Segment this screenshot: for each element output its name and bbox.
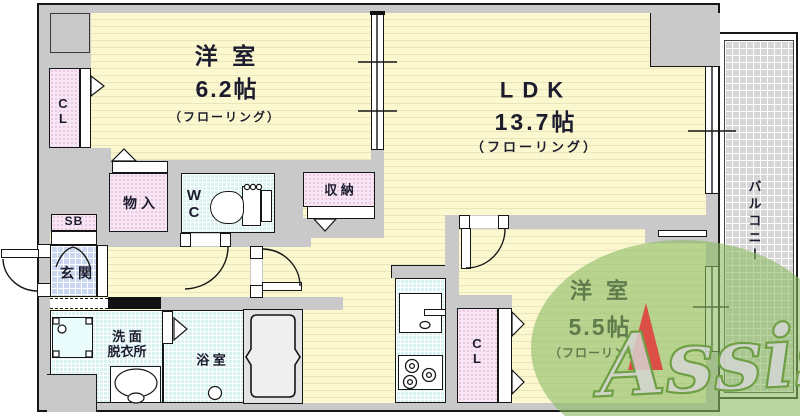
- wc-door-opening: [182, 234, 230, 246]
- ldk-name: LDK: [499, 77, 573, 103]
- storage-ldk-label: 収 納: [324, 182, 354, 198]
- room1-floor: （フローリング）: [168, 110, 282, 125]
- entrance-double-swing-right: [72, 246, 91, 267]
- stove-burner-2: [421, 367, 437, 383]
- kitchen-sink-drain: [419, 320, 431, 330]
- wall-wc-left: [168, 173, 181, 247]
- closet1-letter-c: C: [58, 96, 68, 112]
- storage-ldk-door: [307, 206, 375, 219]
- kitchen-faucet: [424, 309, 446, 316]
- room2-door-jamb-right: [498, 215, 509, 229]
- entrance-double-swing-left: [55, 246, 74, 268]
- washer-corner-4: [85, 350, 93, 358]
- closet2-letter-c: C: [472, 336, 482, 352]
- shoe-box: [51, 214, 97, 231]
- wc-door-jamb-right: [220, 233, 231, 247]
- bath-door-panel: [162, 311, 173, 344]
- entrance-step: [97, 245, 108, 297]
- hall-door-swing: [261, 248, 301, 287]
- room2-door-swing: [465, 228, 506, 269]
- storage-hall-box: [109, 173, 168, 232]
- ldk-size: 13.7帖: [494, 108, 578, 135]
- entrance-floor: [50, 245, 97, 297]
- hall-door-opening: [251, 258, 262, 287]
- wall-ldk-room2-horizontal: [445, 215, 707, 229]
- storage-ldk-door-triangle: [312, 218, 338, 232]
- stove-burner-3: [402, 374, 418, 390]
- toilet-bowl: [210, 191, 244, 224]
- room2-door-opening: [461, 216, 507, 228]
- washroom-line2: 脱衣所: [107, 344, 147, 359]
- wall-bottom-left-step: [47, 374, 97, 412]
- bathtub: [245, 314, 301, 398]
- closet2-door-triangle-2: [511, 368, 525, 396]
- partition-cap: [370, 11, 385, 15]
- washer-corner-2: [85, 317, 93, 325]
- room1-size: 6.2帖: [195, 75, 259, 102]
- wc-door-swing: [184, 246, 229, 290]
- closet2-door: [498, 308, 512, 403]
- hall-door-leaf: [262, 282, 302, 291]
- hall-door-jamb-top: [250, 246, 263, 259]
- storage-ldk-box: [303, 172, 375, 207]
- closet2-box: [457, 308, 498, 403]
- entrance-door-leaf: [1, 249, 39, 258]
- storage-hall-door: [112, 161, 168, 173]
- washer-corner-3: [52, 350, 60, 358]
- closet2-door-triangle-1: [511, 310, 525, 338]
- wc-label: W C: [187, 187, 201, 222]
- toilet-lid: [261, 190, 272, 222]
- bath-door-triangle: [173, 316, 188, 342]
- hall-door-jamb-bottom: [250, 285, 263, 298]
- washroom-line1: 洗 面: [112, 329, 142, 345]
- closet2-letter-l: L: [473, 351, 481, 366]
- storage-hall-label: 物 入: [123, 194, 155, 211]
- room2-floor: （フローリング）: [548, 346, 654, 361]
- room2-size: 5.5帖: [568, 313, 632, 340]
- wall-kitchen-top: [391, 265, 447, 278]
- closet2-label: C L: [472, 336, 482, 367]
- washer-corner-1: [52, 317, 60, 325]
- pipe-space-box: [50, 13, 90, 53]
- wc-letter-w: W: [186, 186, 202, 204]
- wall-above-bath: [161, 297, 343, 310]
- washroom-sink-drain: [127, 392, 145, 404]
- wc-letter-c: C: [188, 204, 200, 221]
- storage-hall-door-triangle: [110, 148, 138, 162]
- wc-door-jamb-left: [180, 233, 191, 247]
- entrance-door-swing: [2, 258, 39, 292]
- toilet-button-3: [255, 183, 263, 191]
- bath-drain: [207, 385, 223, 401]
- wall-ldk-room2-vertical: [445, 215, 459, 403]
- wall-storage-right: [375, 162, 384, 238]
- wall-top-right-block: [650, 13, 720, 67]
- bathroom-label: 浴 室: [196, 352, 226, 368]
- entrance-door-jamb-bottom: [37, 283, 51, 297]
- washroom-label: 洗 面 脱衣所: [107, 329, 147, 360]
- wall-wc-right: [275, 173, 303, 233]
- toilet-button-2: [249, 183, 257, 191]
- closet1-label: C L: [58, 96, 68, 127]
- ldk-floor: （フローリング）: [470, 139, 600, 155]
- closet1-box: [49, 68, 80, 148]
- shoe-box-label: SB: [64, 214, 84, 229]
- closet1-door-triangle: [90, 74, 105, 98]
- closet1-letter-l: L: [59, 111, 67, 126]
- washer-knob: [57, 324, 67, 334]
- balcony-label: バルコニー: [746, 179, 762, 265]
- room2-transom: [658, 230, 707, 237]
- closet1-door: [80, 68, 91, 148]
- stove-burner-1: [404, 358, 420, 374]
- entrance-label: 玄 関: [60, 264, 92, 281]
- room1-name: 洋 室: [194, 42, 260, 69]
- toilet-button-1: [243, 183, 251, 191]
- washroom-threshold: [50, 298, 108, 309]
- wall-black-bar: [108, 297, 161, 309]
- room2-name: 洋 室: [569, 278, 633, 304]
- shoe-box-door: [51, 231, 97, 245]
- wall-closet2-top: [457, 295, 512, 308]
